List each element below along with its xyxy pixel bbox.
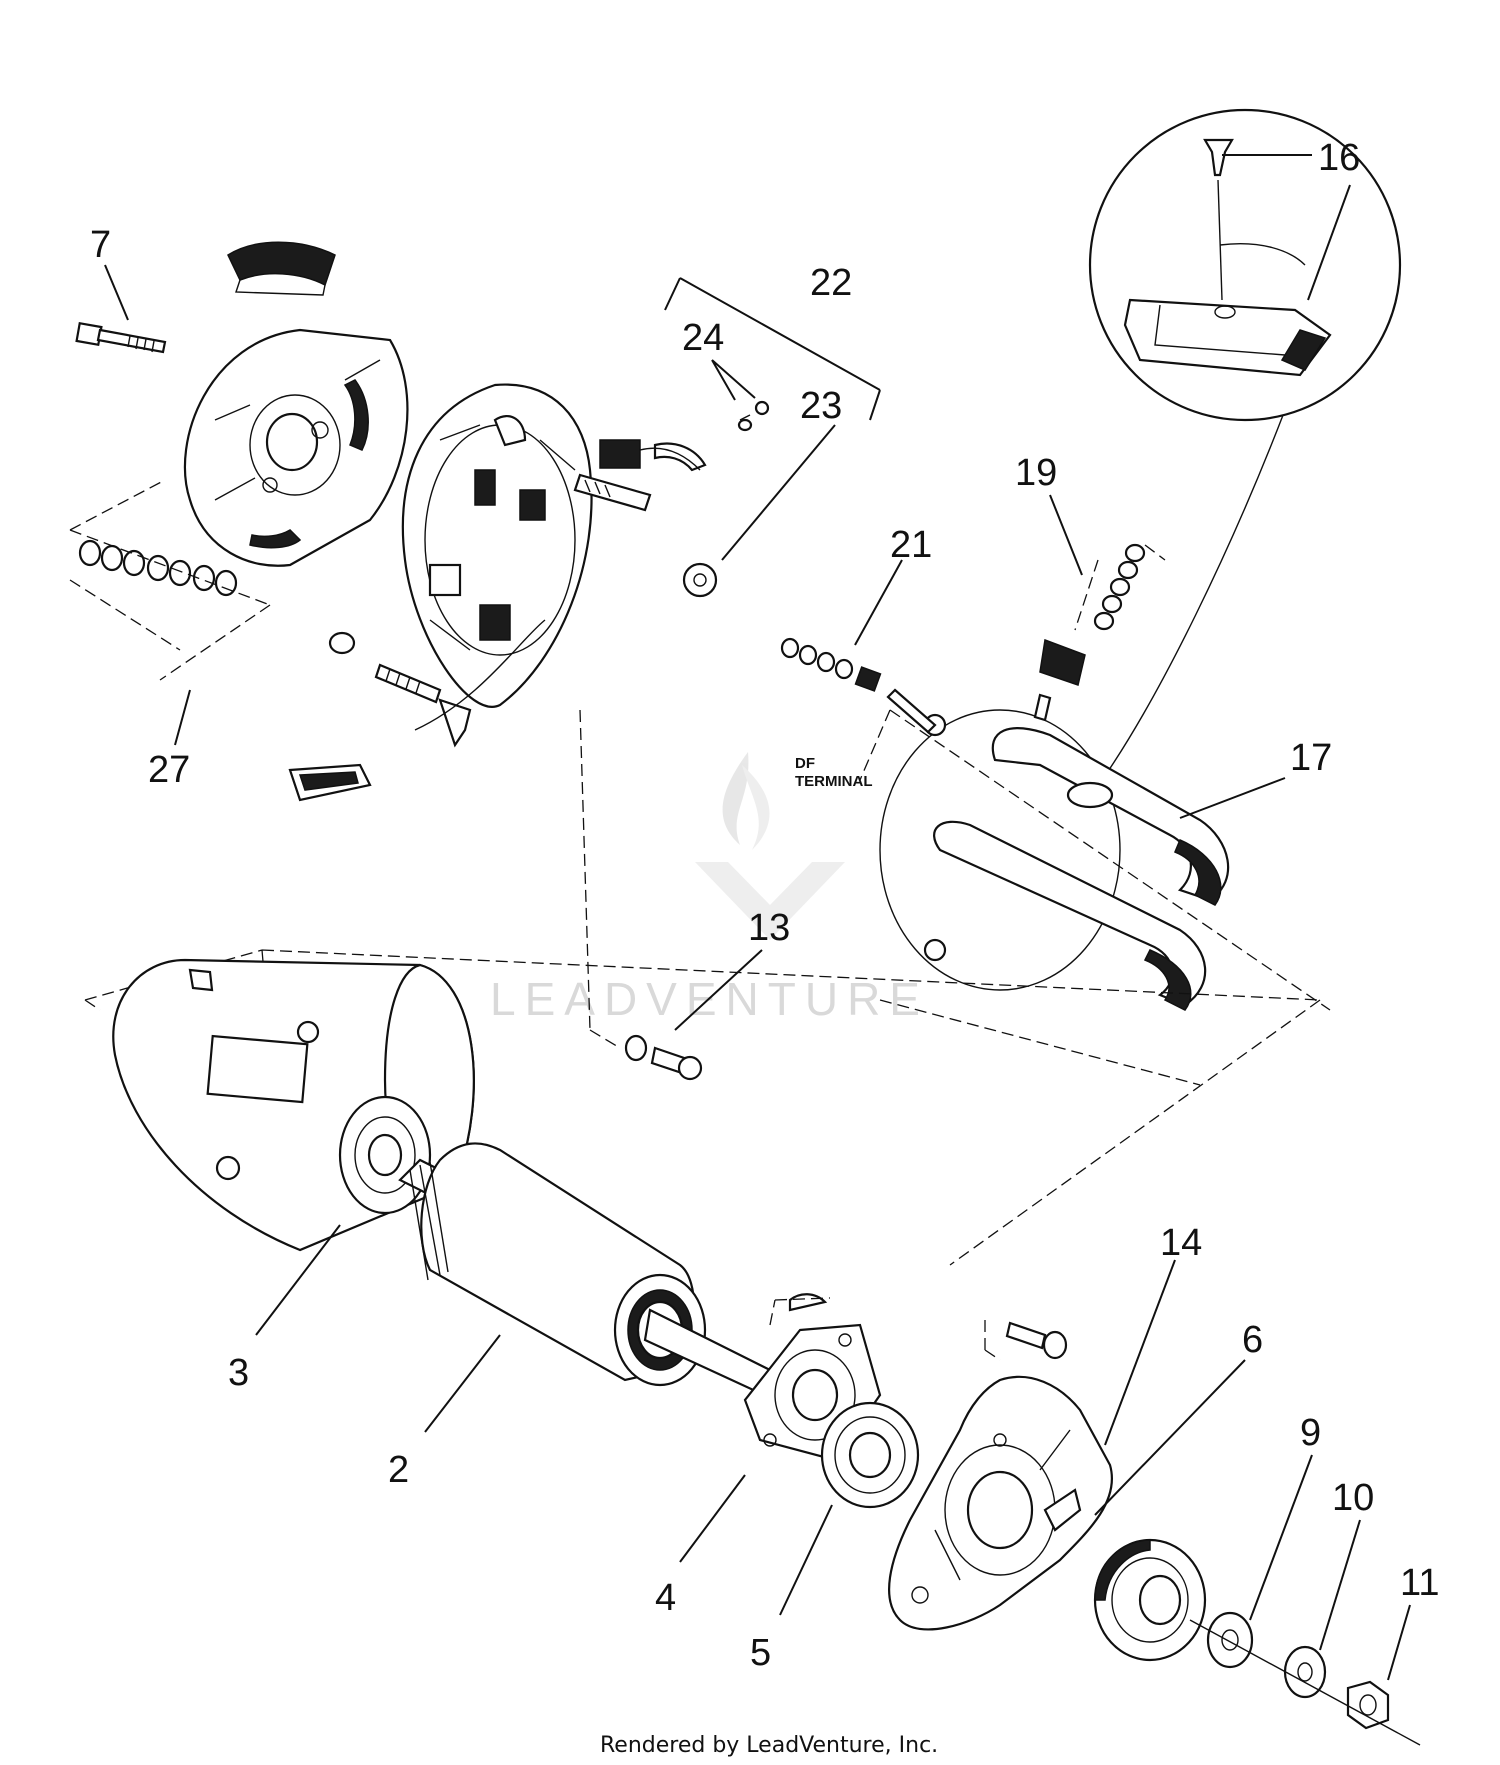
callout-9: 9	[1300, 1412, 1321, 1454]
field-coil	[859, 709, 1331, 1086]
pulley	[1093, 1538, 1207, 1662]
callout-21: 21	[890, 524, 932, 566]
callout-14: 14	[1160, 1222, 1202, 1264]
callout-13: 13	[748, 907, 790, 949]
nut-11	[1346, 1680, 1390, 1730]
plate-screw	[328, 631, 442, 704]
brush-pad-bottom	[288, 763, 372, 802]
callout-3: 3	[228, 1352, 249, 1394]
callout-27: 27	[148, 749, 190, 791]
armature	[398, 1142, 801, 1402]
callout-24: 24	[682, 317, 724, 359]
watermark-text: LEADVENTURE	[490, 973, 929, 1025]
callout-4: 4	[655, 1577, 676, 1619]
terminal-kit-21	[780, 637, 937, 734]
callout-19: 19	[1015, 452, 1057, 494]
screw-13	[624, 1034, 703, 1081]
callout-22: 22	[810, 262, 852, 304]
callout-23: 23	[800, 385, 842, 427]
footer-credit: Rendered by LeadVenture, Inc.	[600, 1733, 938, 1758]
callout-5: 5	[750, 1632, 771, 1674]
df-terminal-label-line2: TERMINAL	[795, 773, 873, 790]
brush-assembly	[573, 400, 770, 598]
df-terminal-label-line1: DF	[795, 755, 815, 772]
brush-pad-top	[227, 241, 336, 296]
terminal-kit-19	[1033, 543, 1146, 722]
callout-6: 6	[1242, 1319, 1263, 1361]
callout-7: 7	[90, 224, 111, 266]
washer-stack	[78, 539, 238, 597]
callout-10: 10	[1332, 1477, 1374, 1519]
motor-frame	[84, 949, 1321, 1266]
callout-2: 2	[388, 1449, 409, 1491]
drive-end-bracket	[888, 1375, 1113, 1631]
watermark-logo	[695, 752, 845, 940]
leader-lines	[104, 154, 1411, 1681]
end-housing	[183, 328, 409, 567]
bracket-screw	[1005, 1321, 1068, 1360]
callout-17: 17	[1290, 737, 1332, 779]
brush-holder-plate	[401, 383, 593, 748]
through-bolt	[75, 321, 167, 354]
washer-9	[1206, 1611, 1254, 1669]
inset-detail	[1088, 108, 1402, 422]
bearing	[820, 1401, 920, 1509]
callout-11: 11	[1400, 1562, 1439, 1604]
callout-16: 16	[1318, 137, 1360, 179]
